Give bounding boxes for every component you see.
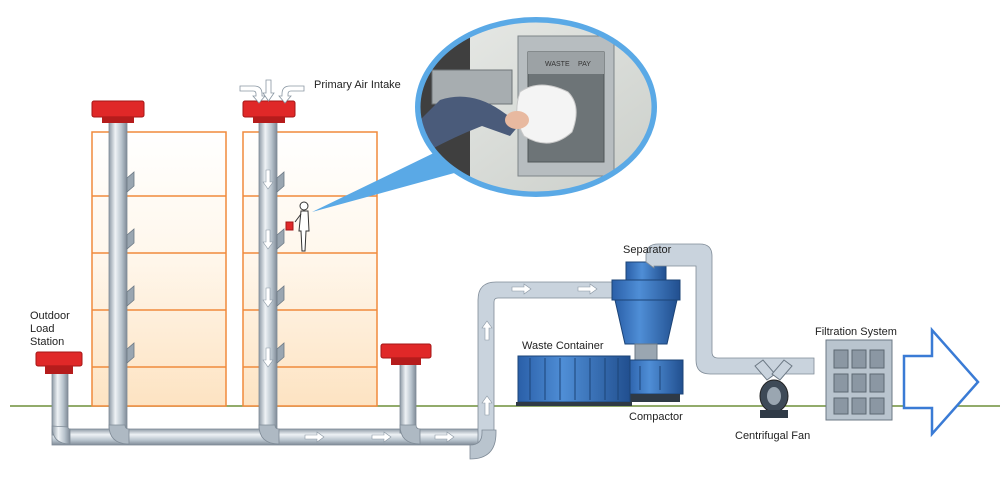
inlet-photo: WASTE PAY: [418, 20, 654, 194]
roof-cap-right: [242, 100, 296, 123]
chute-right: [258, 119, 278, 437]
callout-pointer: [312, 150, 458, 212]
separator-to-fan-pipe: [645, 243, 815, 375]
roof-cap-left: [91, 100, 145, 123]
compactor: [626, 359, 684, 402]
compactor-label: Compactor: [629, 411, 683, 423]
station-three-cap: [380, 343, 432, 365]
outdoor-load-station-cap: [35, 351, 83, 374]
flow-arrow-icon: [262, 169, 274, 368]
outdoor-station-pipe: [51, 372, 69, 436]
outlet-arrow-icon: [902, 326, 980, 438]
primary-air-intake-label: Primary Air Intake: [314, 79, 401, 91]
centrifugal-fan: [754, 359, 793, 418]
flow-arrow-icon: [304, 283, 598, 443]
waste-container: [516, 355, 632, 406]
inlet-sign-right: PAY: [578, 61, 591, 68]
waste-container-label: Waste Container: [522, 340, 604, 352]
callout-ring: [415, 17, 657, 197]
station-three-pipe: [399, 362, 417, 434]
chute-left-inlets: [126, 171, 135, 364]
filtration-system: [825, 339, 893, 421]
chute-right-inlets: [276, 171, 285, 364]
air-intake-arrows-icon: [239, 79, 305, 104]
separator-label: Separator: [623, 244, 672, 256]
inlet-sign-left: WASTE: [545, 61, 570, 68]
centrifugal-fan-label: Centrifugal Fan: [735, 430, 811, 442]
person-icon: [285, 201, 310, 252]
filtration-system-label: Filtration System: [815, 326, 897, 338]
outdoor-load-station-label: Outdoor Load Station: [30, 310, 70, 348]
chute-left: [108, 119, 128, 437]
separator-cyclone: [611, 261, 681, 361]
